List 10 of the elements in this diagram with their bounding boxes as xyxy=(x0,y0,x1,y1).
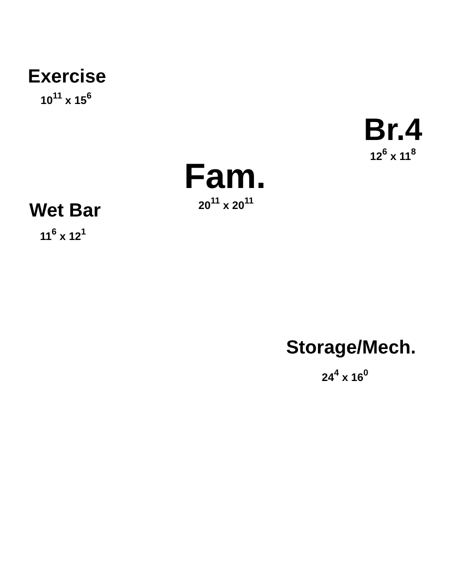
room-dimensions: 11$^{6}$ x 12$^{1}$ xyxy=(40,230,86,244)
room-dimensions: 12$^{6}$ x 11$^{8}$ xyxy=(370,150,416,164)
room-dimensions: 10$^{11}$ x 15$^{6}$ xyxy=(40,94,92,108)
room-dimensions: 20$^{11}$ x 20$^{11}$ xyxy=(198,200,254,212)
room-name: Wet Bar xyxy=(29,202,101,222)
room-dimensions: 24$^{4}$ x 16$^{0}$ xyxy=(322,372,368,384)
room-name: Br.4 xyxy=(364,112,422,148)
room-name: Fam. xyxy=(184,158,266,196)
room-name: Storage/Mech. xyxy=(286,338,416,360)
room-name: Exercise xyxy=(28,68,106,88)
